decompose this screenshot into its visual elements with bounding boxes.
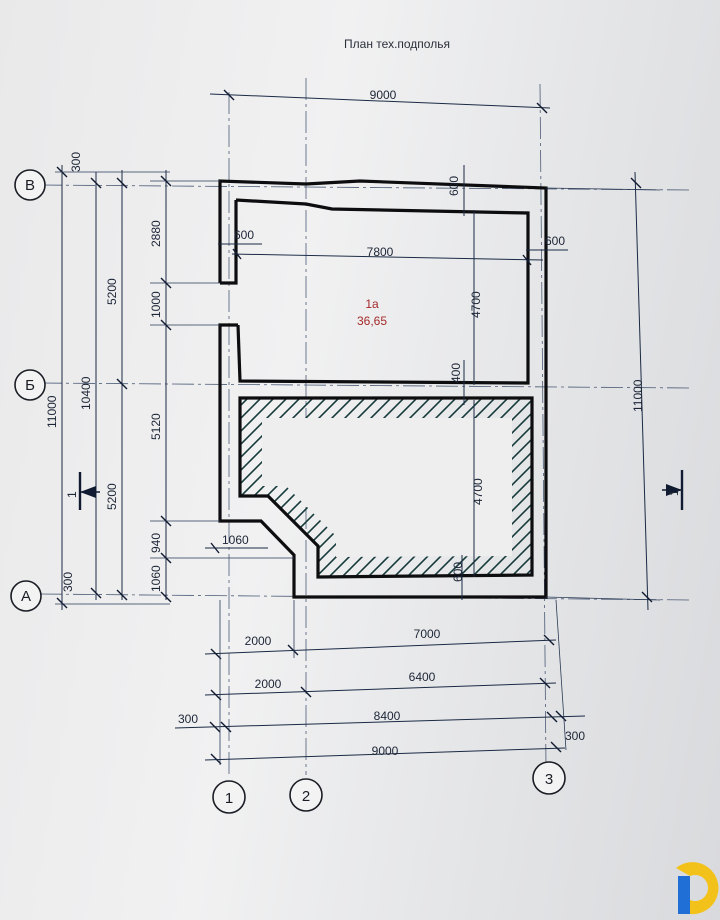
logo-arc: [676, 862, 719, 915]
svg-text:10400: 10400: [79, 376, 93, 410]
outer-wall-upper-return: [220, 200, 238, 285]
svg-text:5200: 5200: [105, 278, 119, 305]
axis-bubble-1: 1: [212, 780, 246, 814]
svg-text:400: 400: [449, 363, 463, 383]
svg-text:300: 300: [178, 712, 198, 726]
svg-text:9000: 9000: [370, 88, 397, 102]
hatch-line: [507, 398, 532, 577]
walls: [218, 179, 548, 599]
hatch-line: [534, 395, 719, 580]
axis-bubble-2: 2: [289, 778, 323, 812]
room-label: 1а 36,65: [357, 297, 387, 328]
hatch-line: [494, 398, 532, 577]
section-mark-left: 1: [65, 472, 100, 510]
dim-lower-wall: 600: [451, 555, 465, 600]
svg-text:5120: 5120: [149, 413, 163, 440]
dim-left-chain: 2880 1000 5120 940 1060: [149, 170, 294, 603]
outer-wall: [218, 179, 548, 599]
svg-text:7000: 7000: [414, 627, 441, 641]
dim-right-11000: 11000: [545, 171, 661, 611]
hatch-line: [586, 395, 720, 580]
svg-text:7800: 7800: [367, 245, 394, 259]
dim-upper-room-height: 4700: [469, 210, 483, 385]
dim-bottom-row-4: 9000: [204, 741, 566, 765]
room-area: 36,65: [357, 314, 387, 328]
lower-area-interior: [262, 418, 512, 557]
axis-label-a: А: [21, 588, 31, 605]
svg-text:11000: 11000: [45, 395, 59, 428]
dim-wall-left-600: 600: [234, 228, 254, 242]
dim-top-overall: 9000: [209, 88, 551, 114]
svg-text:2000: 2000: [255, 677, 282, 691]
axis-label-b: Б: [25, 377, 35, 394]
svg-text:9000: 9000: [372, 744, 399, 758]
hatch-line: [240, 398, 291, 577]
dim-notch: 1060: [205, 533, 268, 554]
axis-label-3: 3: [545, 771, 553, 788]
svg-text:1000: 1000: [149, 291, 163, 318]
svg-text:600: 600: [451, 562, 465, 582]
lower-area-wall: [238, 396, 534, 579]
svg-text:6400: 6400: [409, 670, 436, 684]
hatch-line: [520, 398, 532, 577]
logo: [676, 862, 719, 915]
dim-left-300-top: 300: [55, 152, 170, 173]
hatch-line: [638, 395, 720, 580]
hatch-line: [40, 395, 225, 580]
svg-text:11000: 11000: [631, 379, 645, 412]
dim-bottom-row-1: 2000 7000: [204, 627, 557, 660]
axis-bubble-3: 3: [532, 761, 566, 795]
dim-bottom-row-2: 2000 6400: [204, 670, 557, 701]
svg-text:5200: 5200: [105, 483, 119, 510]
dim-left-10400: 10400: [79, 172, 102, 600]
svg-text:1: 1: [65, 491, 79, 498]
dim-left-5200: 5200 5200: [105, 170, 128, 601]
hatch-line: [599, 395, 720, 580]
svg-text:1060: 1060: [222, 533, 249, 547]
hatch-line: [240, 398, 278, 577]
dim-left-11000: 11000: [45, 165, 68, 610]
axis-line-v: [39, 184, 691, 191]
svg-text:1060: 1060: [149, 565, 163, 592]
room-number: 1а: [365, 297, 379, 311]
dim-wall-top-600: 600: [447, 176, 461, 196]
bottom-extension-lines: [219, 599, 567, 765]
axis-bubble-b: Б: [14, 369, 46, 401]
dim-left-300-bottom: 300: [55, 572, 170, 605]
hatch-line: [547, 395, 720, 580]
logo-bar: [678, 876, 690, 914]
svg-text:4700: 4700: [471, 478, 485, 505]
hatch-line: [481, 398, 532, 577]
dim-bottom-row-3: 300 8400 300: [174, 709, 585, 743]
axis-line-b: [39, 382, 691, 389]
svg-text:300: 300: [69, 152, 83, 172]
upper-room-wall: [235, 198, 530, 385]
svg-text:4700: 4700: [469, 291, 483, 318]
svg-text:300: 300: [565, 729, 585, 743]
dim-lower-area-height: 4700: [471, 400, 485, 577]
axis-bubble-v: В: [14, 169, 46, 201]
svg-text:1: 1: [667, 489, 681, 496]
plan-title: План тех.подполья: [344, 37, 450, 51]
axis-label-2: 2: [302, 788, 310, 805]
axis-label-1: 1: [225, 790, 233, 807]
axis-line-3: [539, 83, 547, 769]
section-mark-right: 1: [662, 470, 684, 510]
axis-label-v: В: [25, 177, 35, 194]
svg-text:2880: 2880: [149, 220, 163, 247]
svg-text:940: 940: [149, 533, 163, 553]
axis-bubble-a: А: [10, 580, 42, 612]
dim-partition: 400: [449, 360, 465, 405]
hatch-line: [560, 395, 720, 580]
svg-text:300: 300: [61, 572, 75, 592]
dim-inner-width: 7800: [231, 245, 544, 266]
dim-wall-right-600: 600: [545, 234, 565, 248]
hatched-area: [40, 395, 720, 580]
svg-text:8400: 8400: [374, 709, 401, 723]
svg-text:2000: 2000: [245, 634, 272, 648]
